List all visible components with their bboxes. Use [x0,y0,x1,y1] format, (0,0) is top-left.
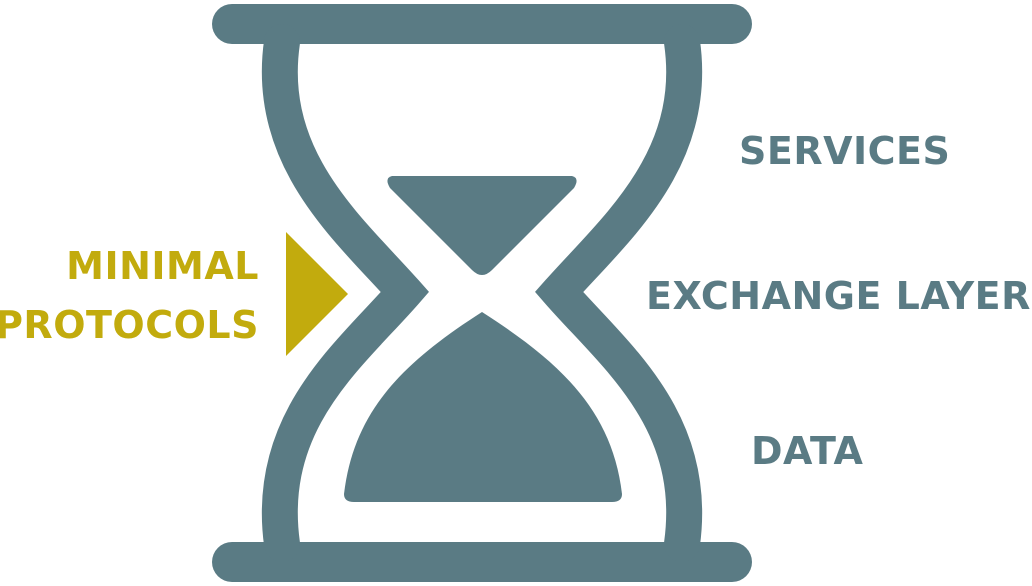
hourglass-top-sand [387,176,577,275]
arrow-right-icon [286,232,348,356]
hourglass-glass-outline [261,24,703,562]
protocols-label: PROTOCOLS [0,303,259,347]
minimal-label: MINIMAL [66,244,259,288]
hourglass-bottom-sand [344,312,622,502]
exchange-layer-label: EXCHANGE LAYER [646,274,1031,318]
data-label: DATA [751,429,864,473]
services-label: SERVICES [739,129,951,173]
